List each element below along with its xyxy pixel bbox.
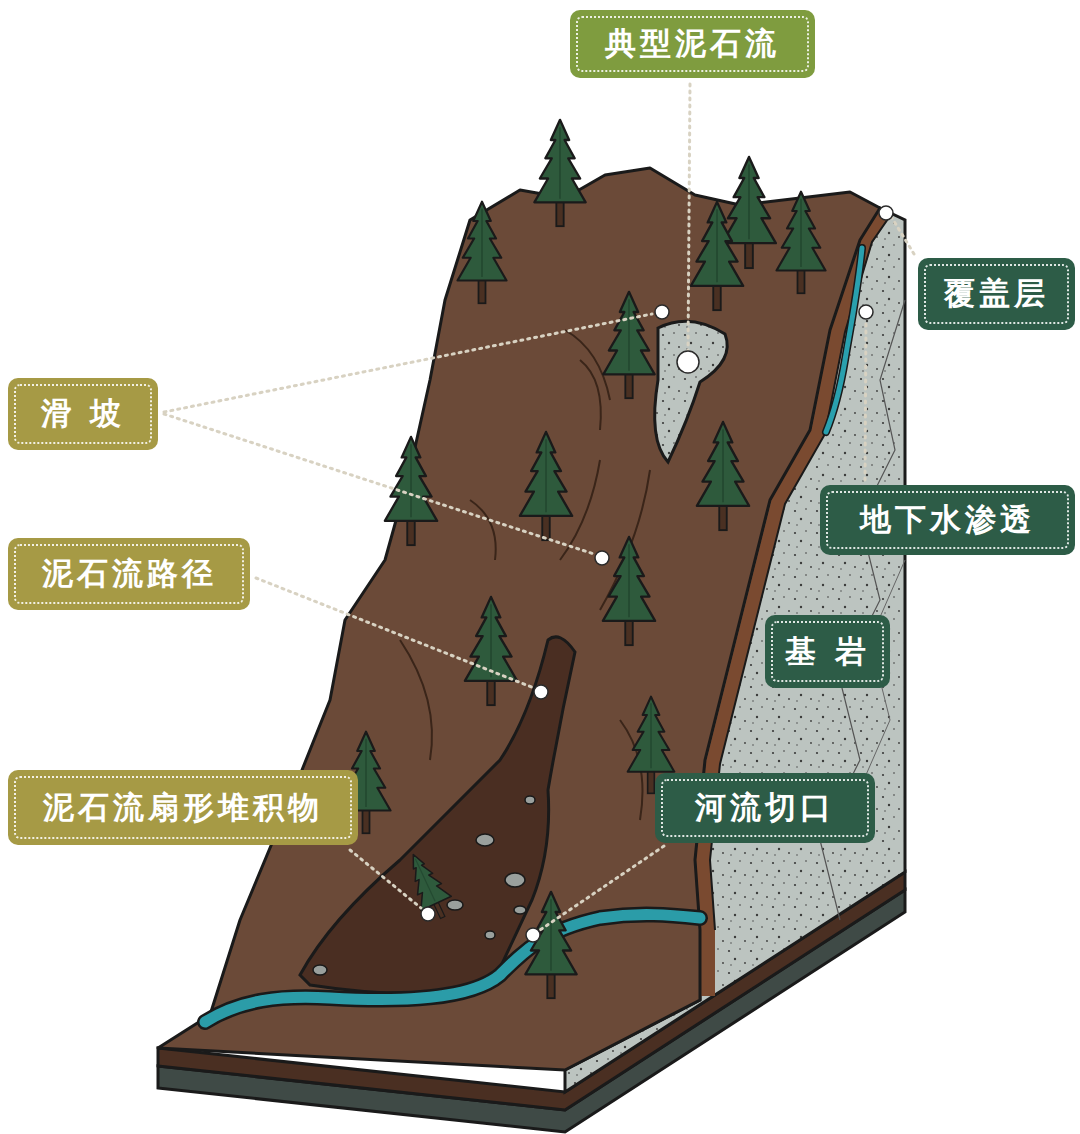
label-text: 基 岩 [785,631,870,673]
label-text: 典型泥石流 [605,23,780,65]
label-box: 基 岩 [765,615,890,688]
label-box: 滑 坡 [8,378,158,450]
label-text: 泥石流路径 [42,553,217,595]
label-box: 泥石流扇形堆积物 [8,770,358,845]
label-text: 覆盖层 [944,273,1049,315]
label-box: 地下水渗透 [820,485,1075,555]
label-text: 滑 坡 [41,393,126,435]
label-text: 泥石流扇形堆积物 [43,787,323,829]
label-box: 典型泥石流 [570,10,815,78]
label-box: 泥石流路径 [8,538,250,610]
label-box: 覆盖层 [918,258,1075,330]
leader-dots [421,206,893,942]
label-text: 河流切口 [695,787,835,829]
label-box: 河流切口 [655,773,875,843]
label-text: 地下水渗透 [860,499,1035,541]
